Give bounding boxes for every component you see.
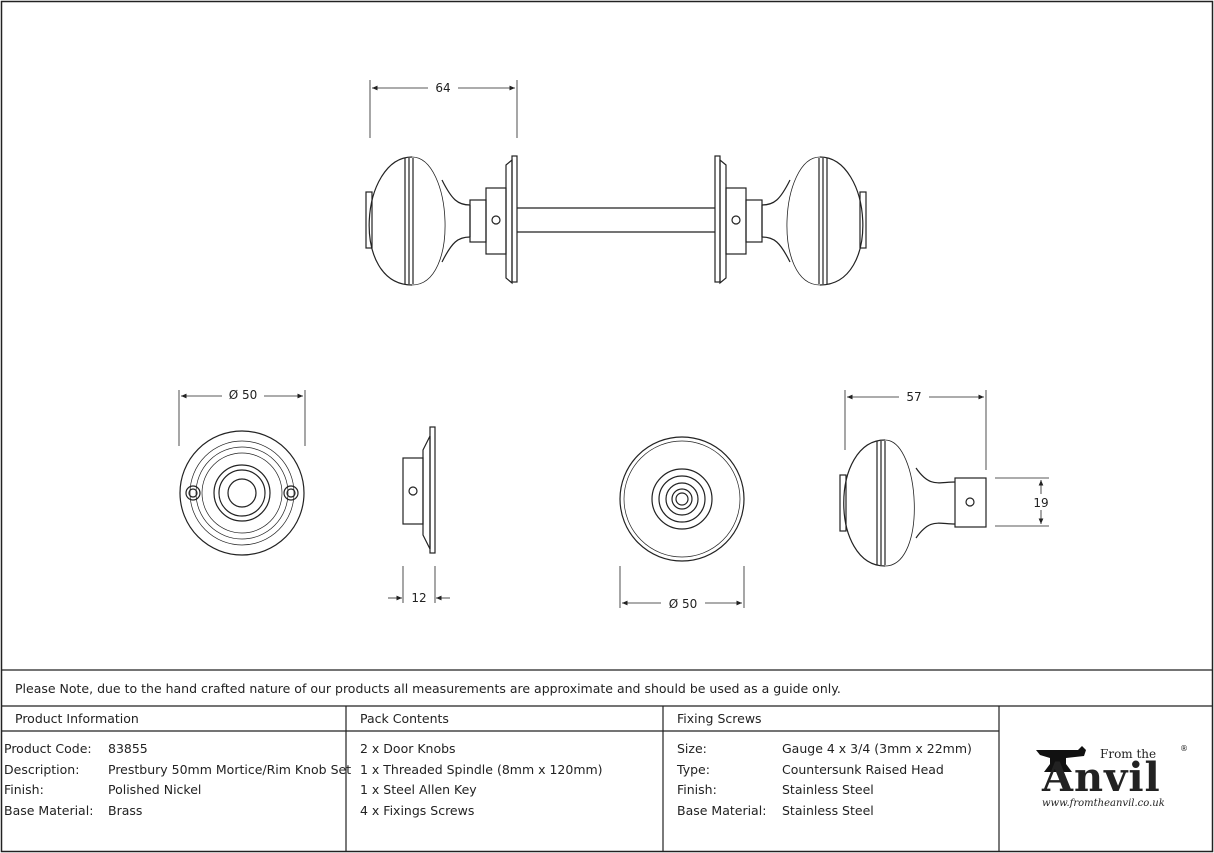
logo-registered-mark: ®: [1180, 744, 1188, 753]
product-info-heading: Product Information: [15, 711, 139, 726]
logo-brand: Anvil: [1042, 754, 1161, 801]
list-item: 4 x Fixings Screws: [360, 803, 475, 818]
list-item: 2 x Door Knobs: [360, 741, 456, 756]
knob-side-view: [839, 390, 1049, 567]
rose-back-view: [619, 436, 745, 608]
fixing-screws-heading: Fixing Screws: [677, 711, 762, 726]
product-code-label: Product Code:: [4, 741, 92, 756]
dim-rose-depth: 12: [411, 591, 426, 605]
dim-rose-diameter-front: Ø 50: [229, 388, 258, 402]
description-value: Prestbury 50mm Mortice/Rim Knob Set: [108, 762, 352, 777]
finish-value: Polished Nickel: [108, 782, 202, 797]
rose-front-view: [178, 390, 306, 556]
measurement-note: Please Note, due to the hand crafted nat…: [15, 681, 841, 696]
logo-from-the: From the: [1100, 747, 1157, 761]
pack-contents-heading: Pack Contents: [360, 711, 449, 726]
screw-finish-value: Stainless Steel: [782, 782, 874, 797]
list-item: 1 x Threaded Spindle (8mm x 120mm): [360, 762, 603, 777]
product-code-value: 83855: [108, 741, 148, 756]
dim-neck-diameter: 19: [1033, 496, 1048, 510]
screw-material-value: Stainless Steel: [782, 803, 874, 818]
base-material-label: Base Material:: [4, 803, 94, 818]
screw-type-label: Type:: [677, 762, 710, 777]
screw-finish-label: Finish:: [677, 782, 717, 797]
dim-knob-length: 57: [906, 390, 921, 404]
anvil-icon: [1036, 746, 1086, 772]
description-label: Description:: [4, 762, 80, 777]
logo-url: www.fromtheanvil.co.uk: [1042, 798, 1165, 809]
knob-set-assembly-view: [365, 80, 867, 286]
from-the-anvil-logo: From the ® Anvil www.fromtheanvil.co.uk: [1036, 742, 1188, 812]
dim-rose-diameter-back: Ø 50: [669, 597, 698, 611]
finish-label: Finish:: [4, 782, 44, 797]
dim-top-width: 64: [435, 81, 450, 95]
screw-type-value: Countersunk Raised Head: [782, 762, 944, 777]
screw-size-value: Gauge 4 x 3/4 (3mm x 22mm): [782, 741, 972, 756]
screw-size-label: Size:: [677, 741, 707, 756]
rose-side-view: [388, 426, 450, 603]
screw-material-label: Base Material:: [677, 803, 767, 818]
list-item: 1 x Steel Allen Key: [360, 782, 477, 797]
base-material-value: Brass: [108, 803, 143, 818]
